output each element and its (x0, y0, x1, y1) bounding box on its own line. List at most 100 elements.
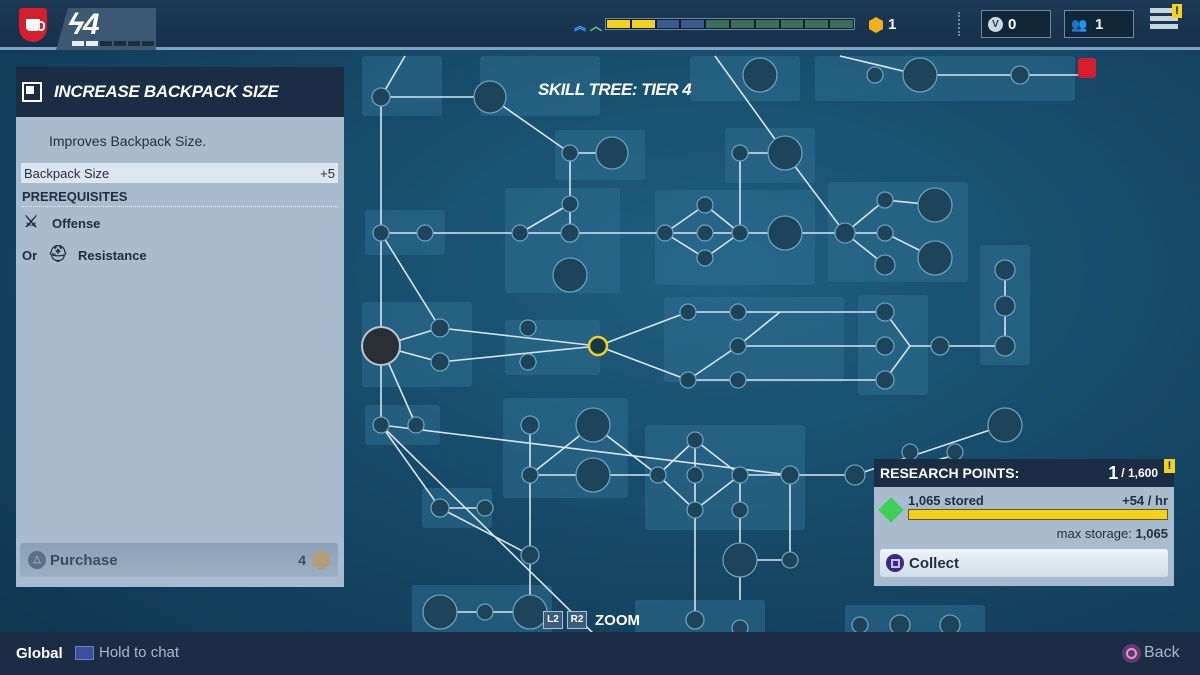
research-current: 1 (1108, 462, 1119, 483)
skill-node[interactable] (430, 352, 450, 372)
skill-node[interactable] (994, 295, 1016, 317)
skill-node[interactable] (729, 371, 747, 389)
skill-node[interactable] (1010, 65, 1030, 85)
locked-skill-node[interactable] (361, 326, 401, 366)
skill-node[interactable] (696, 224, 714, 242)
skill-node[interactable] (430, 318, 450, 338)
gold-currency-icon (869, 17, 883, 33)
skill-node[interactable] (994, 335, 1016, 357)
skill-node[interactable] (649, 466, 667, 484)
skill-node[interactable] (729, 303, 747, 321)
node-detail-panel: INCREASE BACKPACK SIZE Improves Backpack… (16, 67, 344, 587)
tree-connector-line (380, 424, 441, 509)
skill-node[interactable] (876, 191, 894, 209)
skill-node[interactable] (939, 614, 961, 633)
skill-node[interactable] (876, 224, 894, 242)
skill-node[interactable] (917, 240, 953, 276)
power-level-progress (72, 41, 154, 46)
main-menu-icon[interactable]: ! (1150, 4, 1182, 38)
skill-node[interactable] (994, 259, 1016, 281)
skill-node[interactable] (519, 353, 537, 371)
homebase-shield-icon[interactable] (19, 8, 47, 42)
skill-node[interactable] (731, 466, 749, 484)
tree-section-panel (365, 405, 440, 445)
skill-node[interactable] (430, 498, 450, 518)
skill-node[interactable] (731, 501, 749, 519)
triangle-button-icon: △ (28, 551, 46, 569)
skill-node[interactable] (686, 431, 704, 449)
skill-node[interactable] (889, 614, 911, 633)
skill-node[interactable] (742, 57, 778, 93)
skill-node[interactable] (834, 222, 856, 244)
skill-node[interactable] (686, 466, 704, 484)
skill-node[interactable] (722, 542, 758, 578)
skill-node[interactable] (422, 594, 458, 630)
skill-node[interactable] (575, 407, 611, 443)
skill-node[interactable] (851, 616, 869, 633)
skill-node[interactable] (930, 336, 950, 356)
skill-node[interactable] (731, 144, 749, 162)
party-box[interactable]: 👥 1 (1064, 10, 1134, 38)
skill-node[interactable] (780, 465, 800, 485)
back-button[interactable]: Back (1144, 644, 1180, 661)
skill-node[interactable] (767, 135, 803, 171)
skill-node[interactable] (512, 594, 548, 630)
skill-tree-canvas[interactable] (0, 53, 1200, 633)
skill-node[interactable] (372, 224, 390, 242)
collect-button[interactable]: Collect (880, 549, 1168, 577)
skill-node[interactable] (575, 457, 611, 493)
skill-node[interactable] (696, 196, 714, 214)
skill-node[interactable] (946, 443, 964, 461)
skill-node[interactable] (476, 603, 494, 621)
skill-node[interactable] (866, 66, 884, 84)
skill-node[interactable] (875, 336, 895, 356)
vbucks-box[interactable]: V 0 (981, 10, 1051, 38)
skill-node[interactable] (731, 619, 749, 633)
skill-node[interactable] (407, 416, 425, 434)
chat-channel[interactable]: Global (16, 645, 63, 662)
skill-node[interactable] (685, 610, 705, 630)
skill-node[interactable] (696, 249, 714, 267)
skill-node[interactable] (679, 303, 697, 321)
skill-node[interactable] (987, 407, 1023, 443)
skill-node[interactable] (520, 545, 540, 565)
skill-node[interactable] (686, 501, 704, 519)
skill-node[interactable] (552, 257, 588, 293)
skill-node[interactable] (560, 223, 580, 243)
tree-section-panel (362, 56, 442, 116)
skill-node[interactable] (520, 415, 540, 435)
skill-node[interactable] (901, 443, 919, 461)
vbucks-icon: V (988, 17, 1003, 32)
tree-section-panel (505, 188, 620, 293)
skill-node[interactable] (511, 224, 529, 242)
skill-node[interactable] (729, 337, 747, 355)
skill-node[interactable] (679, 371, 697, 389)
power-level: ϟ4 (68, 8, 100, 41)
skill-node[interactable] (875, 302, 895, 322)
selected-skill-node[interactable] (587, 335, 609, 357)
skill-node[interactable] (561, 144, 579, 162)
skill-node[interactable] (874, 254, 896, 276)
skill-node[interactable] (473, 80, 507, 114)
skill-node[interactable] (521, 466, 539, 484)
panel-header: INCREASE BACKPACK SIZE (16, 67, 344, 117)
skill-node[interactable] (917, 187, 953, 223)
prerequisite-name: Resistance (78, 247, 147, 263)
skill-node[interactable] (476, 499, 494, 517)
skill-node[interactable] (416, 224, 434, 242)
skill-node[interactable] (519, 319, 537, 337)
purchase-button[interactable]: △ Purchase 4 (20, 543, 338, 577)
skill-node[interactable] (767, 215, 803, 251)
skill-node[interactable] (595, 136, 629, 170)
tree-connector-line (694, 474, 741, 511)
skill-node[interactable] (731, 224, 749, 242)
skill-node[interactable] (371, 87, 391, 107)
square-button-icon (886, 554, 904, 572)
skill-node[interactable] (844, 464, 866, 486)
skill-node[interactable] (561, 195, 579, 213)
skill-node[interactable] (902, 57, 938, 93)
skill-node[interactable] (656, 224, 674, 242)
skill-node[interactable] (781, 551, 799, 569)
skill-node[interactable] (875, 370, 895, 390)
skill-node[interactable] (372, 416, 390, 434)
